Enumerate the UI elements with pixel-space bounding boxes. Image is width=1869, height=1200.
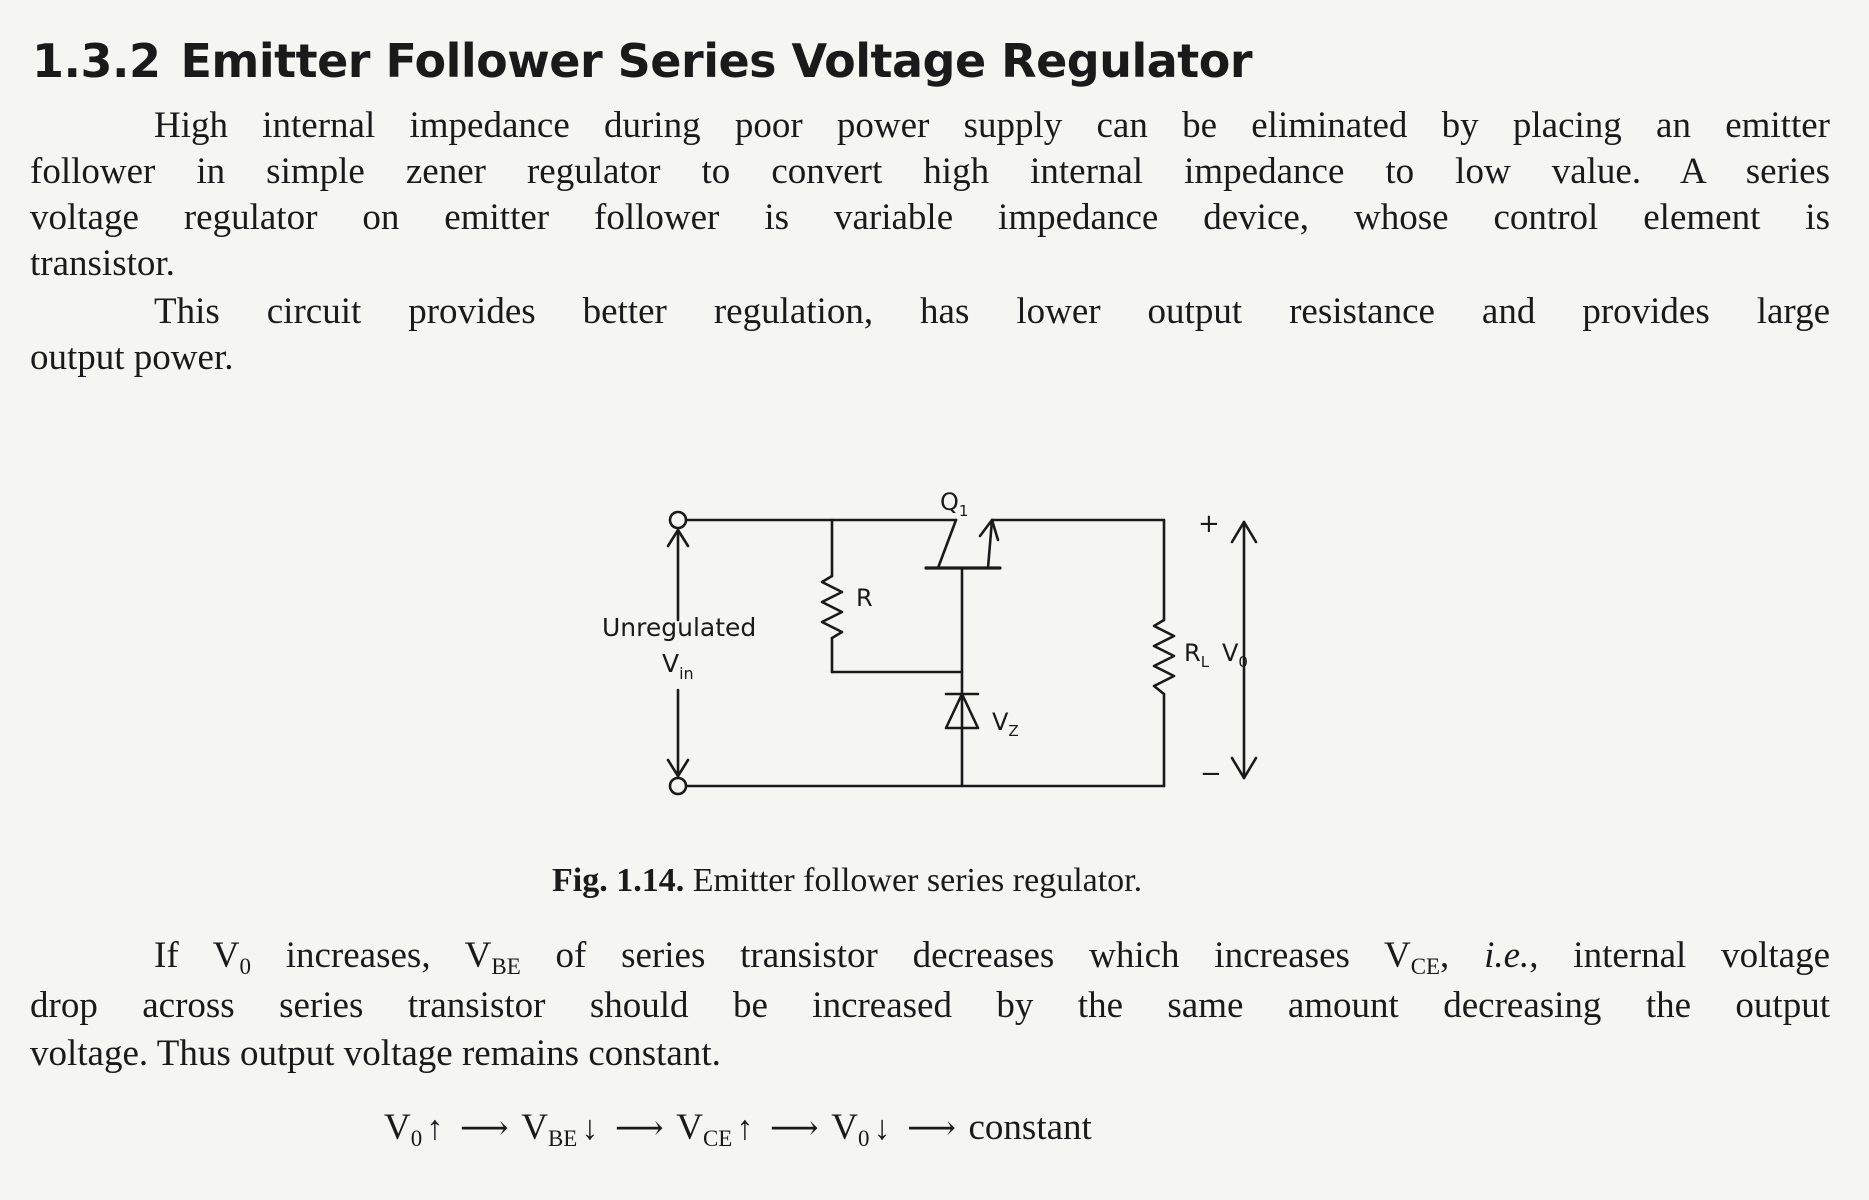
chain-down-arrow-2: ↓ [873, 1110, 891, 1147]
paragraph-intro-line-2: follower in simple zener regulator to co… [30, 151, 1830, 192]
chain-up-arrow-2: ↑ [736, 1110, 754, 1147]
label-vz: VZ [992, 708, 1019, 740]
section-heading: 1.3.2 Emitter Follower Series Voltage Reg… [32, 34, 1253, 88]
label-q1: Q1 [940, 488, 968, 520]
chain-v0-start: V0 [384, 1107, 423, 1151]
label-plus: + [1198, 509, 1220, 539]
figure-caption-text: Emitter follower series regulator. [692, 862, 1143, 899]
paragraph-intro-line-4: transistor. [30, 243, 175, 284]
chain-v0-end: V0 [831, 1107, 870, 1151]
transistor-collector [936, 518, 958, 570]
transistor-emitter [986, 518, 994, 570]
resistor-r [820, 574, 844, 640]
chain-arrow-4: ⟶ [907, 1110, 956, 1147]
zener-diode [944, 692, 980, 730]
vout-arrow-up-head [1230, 520, 1258, 544]
figure-caption: Fig. 1.14. Emitter follower series regul… [552, 862, 1142, 900]
load-resistor [1152, 618, 1176, 696]
paragraph-intro-line-3: voltage regulator on emitter follower is… [30, 197, 1830, 238]
paragraph-operation-line-2: drop across series transistor should be … [30, 985, 1830, 1026]
chain-vce: VCE [676, 1107, 733, 1151]
chain-up-arrow-1: ↑ [426, 1110, 444, 1147]
paragraph-advantages-line-2: output power. [30, 337, 234, 378]
vin-arrow-down-head [666, 758, 690, 778]
paragraph-advantages-line-1: This circuit provides better regulation,… [154, 291, 1830, 332]
paragraph-operation-line-3: voltage. Thus output voltage remains con… [30, 1033, 721, 1074]
label-vin: Vin [662, 649, 694, 683]
label-r: R [856, 584, 873, 612]
label-minus: − [1200, 759, 1222, 789]
figure-caption-number: Fig. 1.14. [552, 862, 685, 899]
chain-down-arrow-1: ↓ [581, 1110, 599, 1147]
section-number: 1.3.2 [32, 34, 161, 88]
circuit-diagram: Q1 R Unregulated Vin VZ RL V0 + − [602, 488, 1258, 796]
input-terminal-top [668, 510, 688, 530]
paragraph-intro-line-1: High internal impedance during poor powe… [154, 105, 1830, 146]
regulation-chain: V0 ↑ ⟶ VBE ↓ ⟶ VCE ↑ ⟶ V0 ↓ ⟶ constant [384, 1106, 1092, 1152]
transistor-emitter-arrow [978, 518, 1000, 542]
paragraph-operation-line-1: If V0 increases, VBE of series transisto… [154, 935, 1830, 979]
label-v0: V0 [1222, 639, 1248, 671]
vout-arrow-down-head [1230, 756, 1258, 780]
label-unregulated: Unregulated [602, 613, 756, 642]
label-rl: RL [1184, 639, 1210, 671]
chain-arrow-1: ⟶ [459, 1110, 509, 1147]
section-title: Emitter Follower Series Voltage Regulato… [180, 34, 1253, 88]
chain-constant: constant [968, 1107, 1092, 1148]
vin-arrow-up-head [666, 528, 690, 548]
chain-vbe: VBE [521, 1107, 578, 1151]
chain-arrow-3: ⟶ [769, 1110, 819, 1147]
input-terminal-bottom [668, 776, 688, 796]
chain-arrow-2: ⟶ [614, 1110, 664, 1147]
